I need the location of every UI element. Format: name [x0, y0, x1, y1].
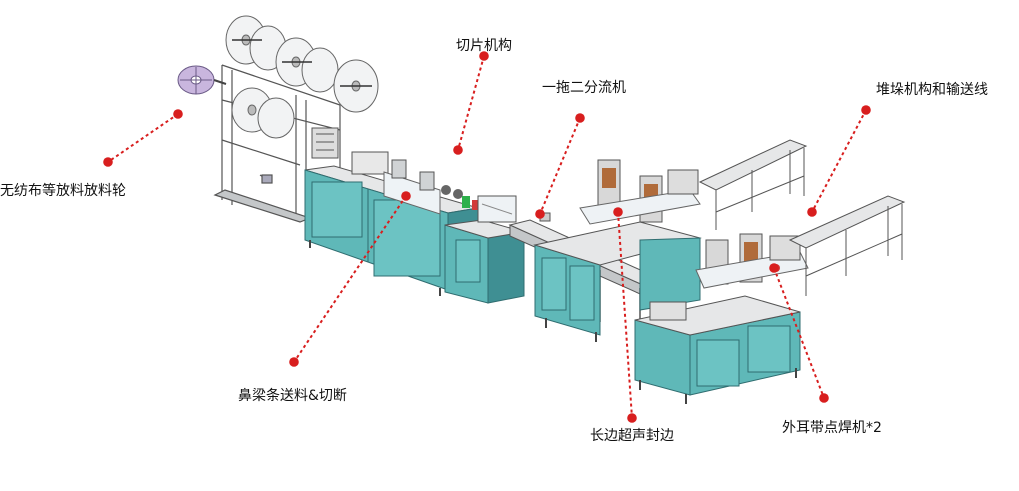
leader-distributor: [535, 113, 585, 219]
label-distributor: 一拖二分流机: [542, 80, 626, 96]
leader-lines: [103, 51, 871, 423]
station-a-cabinet: [533, 159, 702, 342]
label-nose-wire: 鼻梁条送料&切断: [238, 388, 347, 404]
cabinet-cutting: [444, 195, 525, 304]
label-cutting: 切片机构: [456, 38, 512, 54]
leader-cutting: [453, 51, 489, 155]
leader-unwind: [103, 109, 183, 167]
stacking-conveyor-lower: [788, 195, 906, 296]
label-edge-seal: 长边超声封边: [590, 428, 674, 444]
label-stacking: 堆垛机构和输送线: [876, 82, 988, 98]
guide-rollers: [311, 127, 339, 159]
label-unwind: 无纺布等放料放料轮: [0, 183, 126, 199]
material-rolls: [225, 15, 379, 139]
leader-stacking: [807, 105, 871, 217]
leader-edge-seal: [613, 207, 637, 423]
leader-ear-loop: [769, 263, 829, 403]
label-ear-loop: 外耳带点焊机*2: [782, 420, 882, 436]
stacking-conveyor-upper: [698, 139, 808, 230]
unwind-frame: [213, 64, 341, 223]
unwind-reel-purple: [177, 65, 227, 95]
